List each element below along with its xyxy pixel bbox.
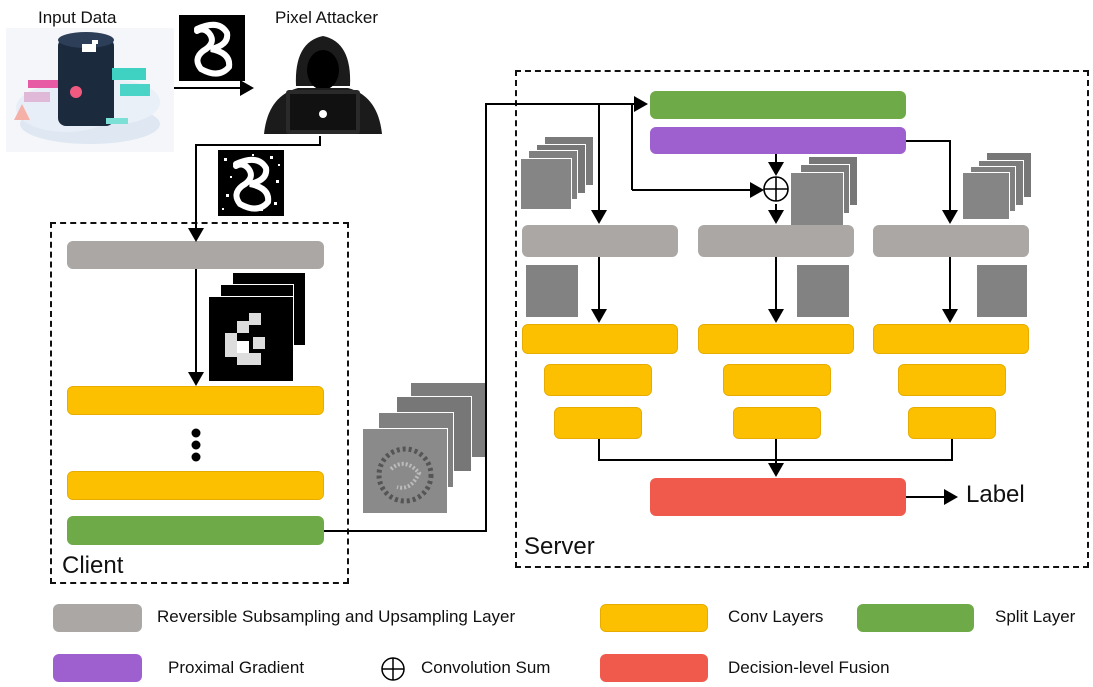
legend-swatch-fusion [600,654,708,682]
plus-circle-icon [763,176,789,202]
reversible-layer [698,225,854,257]
ellipsis-dots [190,428,202,464]
legend-label-reversible: Reversible Subsampling and Upsampling La… [157,607,516,626]
legend-label-split: Split Layer [995,607,1076,626]
legend-swatch-conv [600,604,708,632]
legend-label-fusion: Decision-level Fusion [728,658,890,677]
conv-layer [554,407,642,439]
client-box [50,222,349,584]
reversible-layer [873,225,1029,257]
split-layer [650,91,906,119]
digit-image-icon [179,15,245,81]
digit-image-icon [218,150,284,216]
feature-map-icon [796,264,850,318]
reversible-layer [522,225,678,257]
feature-map-icon [976,264,1028,318]
feature-map-icon [362,428,448,514]
legend-label-proximal: Proximal Gradient [168,658,305,677]
conv-layer [698,324,854,354]
conv-layer [522,324,678,354]
output-label: Label [966,481,1025,508]
legend-label-conv-sum: Convolution Sum [421,658,551,677]
conv-layer [898,364,1006,396]
conv-layer [67,386,324,415]
conv-layer [873,324,1029,354]
conv-layer [908,407,996,439]
feature-map-icon [790,172,844,226]
conv-layer [733,407,821,439]
database-icon [6,28,174,152]
plus-circle-icon [380,656,406,682]
legend-swatch-split [857,604,974,632]
input-data-label: Input Data [38,8,117,27]
legend-label-conv: Conv Layers [728,607,824,626]
decision-fusion-layer [650,478,906,516]
conv-layer [67,471,324,500]
pixel-attacker-label: Pixel Attacker [275,8,378,27]
feature-map-icon [208,296,294,382]
conv-layer [544,364,652,396]
server-box [515,70,1089,568]
feature-map-icon [962,172,1010,220]
hacker-icon [258,30,388,138]
server-label: Server [524,533,595,560]
reversible-layer [67,241,324,269]
client-label: Client [62,552,124,579]
split-layer [67,516,324,545]
conv-layer [723,364,831,396]
proximal-gradient-layer [650,127,906,154]
legend-swatch-proximal [53,654,142,682]
feature-map-icon [525,264,579,318]
legend-swatch-reversible [53,604,142,632]
feature-map-icon [520,158,572,210]
